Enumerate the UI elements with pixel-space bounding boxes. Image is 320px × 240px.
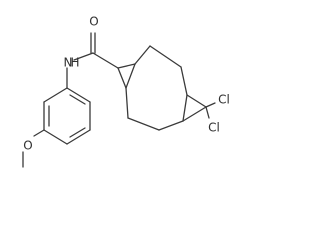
left-cyclopropane-bond-3	[117, 67, 127, 89]
chlorine-bottom-label: Cl	[208, 121, 220, 135]
phenyl-bond-1	[66, 87, 91, 103]
methoxy-oxygen-label: O	[23, 139, 32, 153]
chemical-structure-diagram: O N H O Cl Cl	[22, 15, 230, 168]
ring-bond-4	[182, 94, 188, 122]
bicyclic-core	[117, 45, 216, 131]
amide-group	[66, 32, 119, 89]
right-cyclopropane-bond-2	[182, 106, 207, 122]
ring-bond-6	[127, 117, 160, 131]
carbonyl-carbon-to-cyclopropane-bond	[92, 52, 119, 69]
phenyl-inner-bond-2	[69, 127, 86, 138]
amide-hydrogen-label: H	[70, 56, 79, 70]
carbonyl-oxygen-label: O	[89, 15, 98, 29]
left-cyclopropane-bond-1	[117, 63, 136, 69]
chlorine-bond-1	[205, 102, 216, 108]
methoxyphenyl-ring	[22, 87, 91, 168]
left-cyclopropane-bond-2	[125, 63, 136, 89]
ring-bond-2	[149, 45, 182, 68]
ring-bond-3	[180, 66, 188, 96]
phenyl-inner-bond-1	[69, 94, 86, 105]
carbonyl-carbon-to-n-bond	[73, 52, 94, 61]
ring-bond-1	[134, 45, 151, 65]
ring-bond-5	[158, 120, 184, 131]
phenyl-to-methoxy-oxygen-bond	[33, 129, 45, 137]
phenyl-bond-3	[66, 129, 91, 145]
amide-nitrogen-label: N	[64, 56, 73, 70]
right-cyclopropane-bond-1	[186, 94, 207, 108]
chlorine-top-label: Cl	[218, 93, 230, 107]
phenyl-bond-4	[43, 129, 68, 145]
phenyl-bond-6	[43, 87, 68, 103]
ring-bond-7	[125, 87, 129, 119]
chlorine-bond-2	[205, 106, 210, 119]
